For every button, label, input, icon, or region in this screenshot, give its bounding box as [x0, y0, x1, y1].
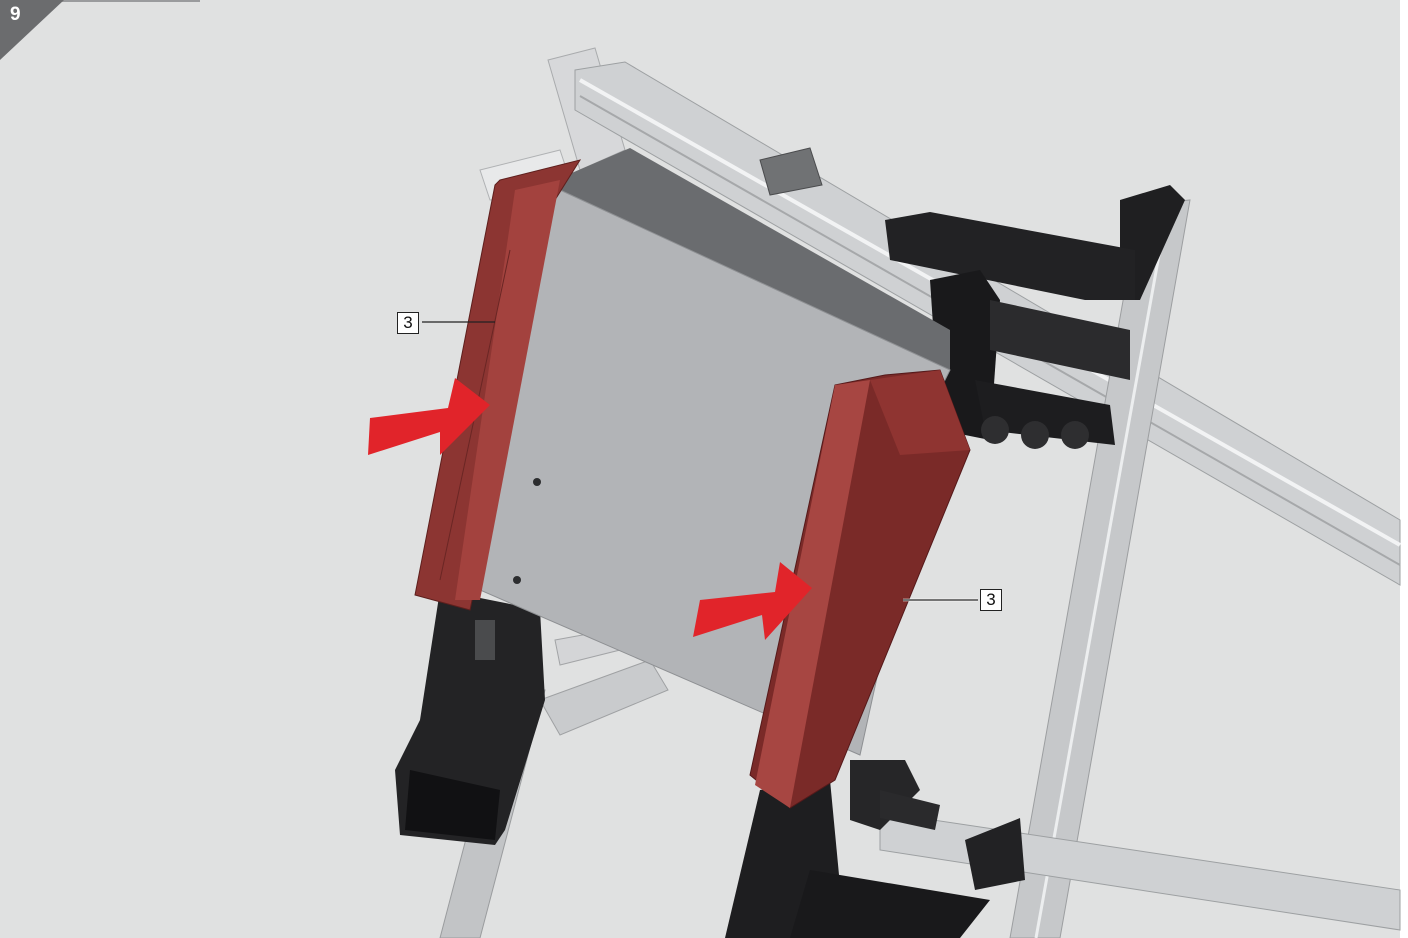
callout-label-right: 3: [980, 589, 1002, 611]
insert-arrow-left: [368, 378, 490, 455]
step-number: 9: [10, 4, 21, 25]
top-rule: [0, 0, 200, 2]
black-mount-right: [885, 185, 1185, 449]
rear-profile-block: [759, 147, 823, 196]
insert-arrow-right: [693, 562, 812, 640]
black-slide-left: [395, 590, 545, 845]
callout-label-left: 3: [397, 312, 419, 334]
red-rail-right: [749, 369, 971, 809]
black-slide-right: [725, 760, 1025, 938]
step-badge: [0, 0, 64, 60]
